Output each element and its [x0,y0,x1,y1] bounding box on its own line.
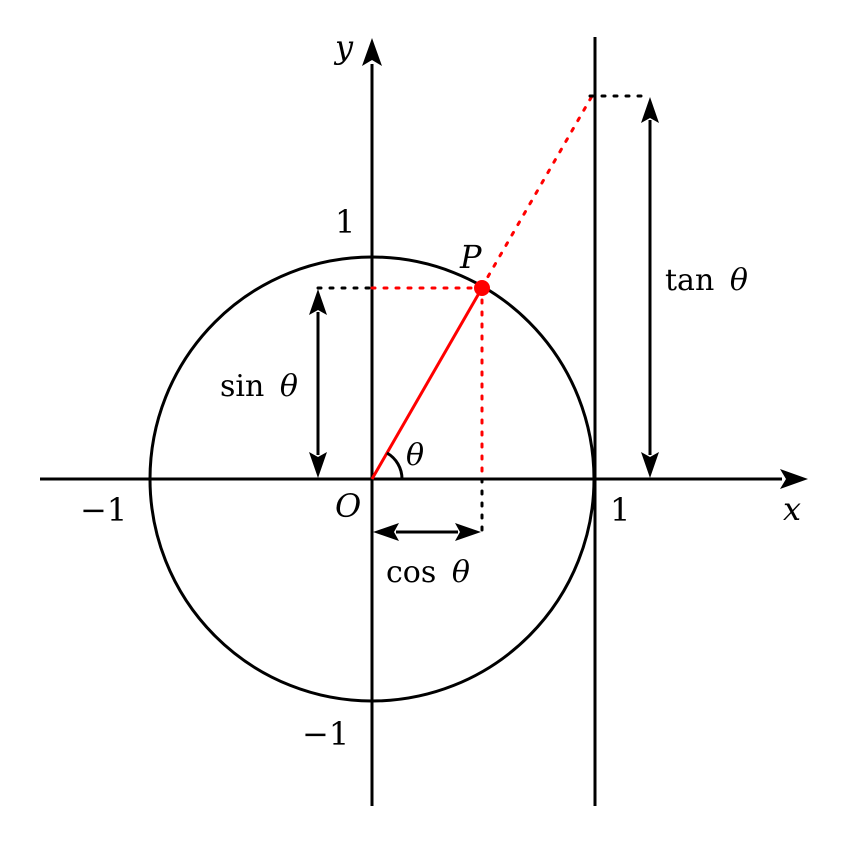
x-tick-one: 1 [610,491,630,529]
point-p-label: P [459,238,482,276]
cos-arrowhead-left [373,523,399,541]
cos-theta-symbol: θ [452,555,470,590]
tan-arrowhead-top [641,97,659,123]
tan-theta-symbol: θ [730,263,748,298]
radius-extension-dotted [480,94,594,289]
sin-arrowhead-bottom [309,452,327,478]
x-tick-neg-one: −1 [80,491,127,529]
angle-arc [386,451,404,480]
x-axis-label: x [783,490,801,528]
y-tick-neg-one: −1 [302,715,349,753]
y-tick-one: 1 [335,203,355,241]
y-axis-label: y [333,28,354,66]
sin-theta-label: sin θ [220,369,298,404]
cos-fn-label: cos [386,555,436,590]
tan-theta-label: tan θ [665,263,748,298]
x-axis-arrowhead [780,469,808,489]
cos-theta-label: cos θ [386,555,470,590]
tan-arrowhead-bottom [641,452,659,478]
radius-op [370,287,484,480]
y-axis-arrowhead [362,38,382,66]
cos-arrowhead-right [455,523,481,541]
sin-fn-label: sin [220,369,264,404]
sin-theta-symbol: θ [280,369,298,404]
origin-label: O [335,487,361,525]
point-p [474,280,490,296]
angle-theta-label: θ [406,438,424,473]
tan-fn-label: tan [665,263,714,298]
sin-arrowhead-top [309,289,327,315]
